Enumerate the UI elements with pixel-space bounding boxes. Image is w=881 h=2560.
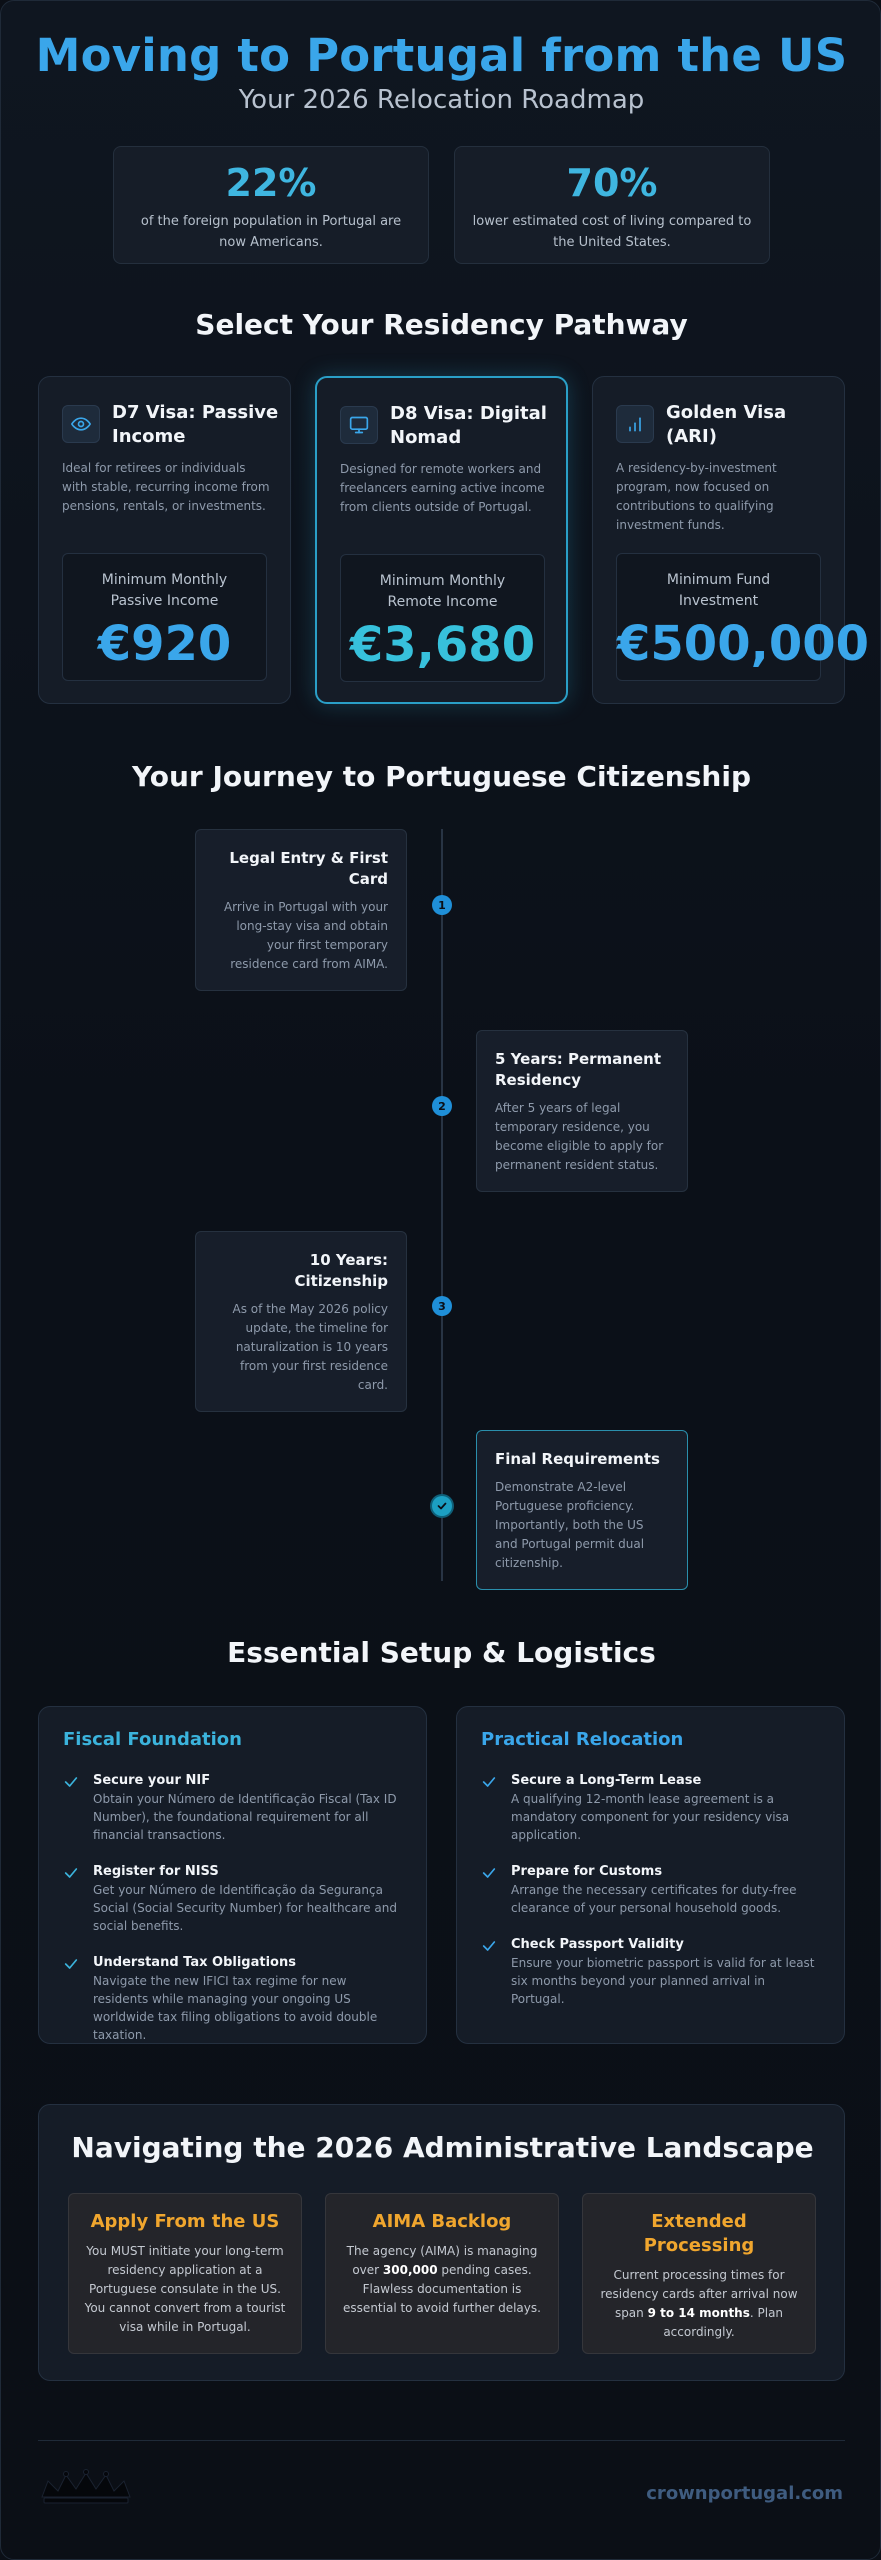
landscape-card-backlog: AIMA Backlog The agency (AIMA) is managi… [325,2193,559,2354]
visa-card-d8[interactable]: D8 Visa: Digital Nomad Designed for remo… [315,376,568,704]
visa-amount-label: Minimum Fund Investment [666,572,771,609]
visa-amount-label: Minimum Monthly Remote Income [379,573,506,610]
stat-card-cost-of-living: 70% lower estimated cost of living compa… [454,146,770,264]
check-icon [481,1936,511,2008]
visa-amount: €920 [97,616,232,672]
footer-website-link[interactable]: crownportugal.com [646,2483,843,2504]
checklist-item-title: Check Passport Validity [511,1937,684,1952]
visa-description: A residency-by-investment program, now f… [616,461,777,532]
timeline-marker-3: 3 [432,1296,452,1316]
timeline-step-title: 10 Years: Citizenship [294,1251,388,1290]
timeline-step-title: Legal Entry & First Card [229,849,388,888]
timeline-step-description: Demonstrate A2-level Portuguese proficie… [495,1480,645,1570]
logistics-heading: Practical Relocation [481,1729,684,1750]
timeline-step-description: Arrive in Portugal with your long-stay v… [223,900,388,971]
checklist-item: Understand Tax Obligations Navigate the … [63,1954,402,2044]
bar-chart-icon [616,405,654,443]
checklist-item-title: Register for NISS [93,1864,219,1879]
timeline-marker-1: 1 [432,895,452,915]
stat-value: 22% [225,161,317,205]
checklist-item-description: Arrange the necessary certificates for d… [511,1883,797,1915]
checklist-item-description: A qualifying 12-month lease agreement is… [511,1792,790,1842]
check-icon [481,1772,511,1844]
timeline-step-description: After 5 years of legal temporary residen… [495,1101,664,1172]
checklist-item-description: Ensure your biometric passport is valid … [511,1956,815,2006]
timeline-step-title: Final Requirements [495,1450,660,1468]
visa-name: Golden Visa (ARI) [666,402,787,447]
timeline-step-1: Legal Entry & First Card Arrive in Portu… [195,829,407,991]
stat-description: of the foreign population in Portugal ar… [140,214,402,250]
timeline-step-title: 5 Years: Permanent Residency [495,1050,662,1089]
timeline-marker-2: 2 [432,1096,452,1116]
landscape-panel: Navigating the 2026 Administrative Lands… [38,2104,845,2381]
checklist-item-title: Secure your NIF [93,1773,211,1788]
logistics-card-fiscal: Fiscal Foundation Secure your NIF Obtain… [38,1706,427,2044]
checklist-item: Check Passport Validity Ensure your biom… [481,1936,820,2008]
visa-requirement-box: Minimum Monthly Remote Income €3,680 [340,554,545,682]
landscape-card-description: Current processing times for residency c… [600,2268,798,2339]
checklist-item: Prepare for Customs Arrange the necessar… [481,1863,820,1917]
landscape-card-title: Apply From the US [90,2211,280,2232]
check-icon [63,1863,93,1935]
footer-divider [38,2440,845,2441]
visa-requirement-box: Minimum Monthly Passive Income €920 [62,553,267,681]
checklist-item-title: Understand Tax Obligations [93,1955,296,1970]
stat-value: 70% [566,161,658,205]
landscape-card-apply: Apply From the US You MUST initiate your… [68,2193,302,2354]
visa-requirement-box: Minimum Fund Investment €500,000 [616,553,870,681]
checklist-item-description: Get your Número de Identificação da Segu… [93,1883,397,1933]
visa-amount-label: Minimum Monthly Passive Income [101,572,228,609]
timeline-line [441,829,443,1581]
page-subtitle: Your 2026 Relocation Roadmap [238,85,645,115]
section-title-pathways: Select Your Residency Pathway [195,308,688,341]
landscape-card-title: AIMA Backlog [372,2211,512,2232]
timeline-step-3: 10 Years: Citizenship As of the May 2026… [195,1231,407,1412]
section-title-journey: Your Journey to Portuguese Citizenship [132,760,751,793]
timeline-step-description: As of the May 2026 policy update, the ti… [232,1302,388,1392]
checklist-item: Register for NISS Get your Número de Ide… [63,1863,402,1935]
visa-description: Designed for remote workers and freelanc… [340,462,545,514]
timeline-step-2: 5 Years: Permanent Residency After 5 yea… [476,1030,688,1192]
check-icon [481,1863,511,1917]
logistics-card-practical: Practical Relocation Secure a Long-Term … [456,1706,845,2044]
landscape-card-description: The agency (AIMA) is managing over 300,0… [343,2244,541,2315]
checklist-item-title: Secure a Long-Term Lease [511,1773,702,1788]
checklist-item: Secure your NIF Obtain your Número de Id… [63,1772,402,1844]
visa-amount: €3,680 [349,617,536,673]
checklist-item: Secure a Long-Term Lease A qualifying 12… [481,1772,820,1844]
visa-description: Ideal for retirees or individuals with s… [62,461,270,513]
visa-name: D8 Visa: Digital Nomad [390,403,547,448]
checklist-item-description: Obtain your Número de Identificação Fisc… [93,1792,397,1842]
visa-amount: €500,000 [617,616,870,672]
section-title-logistics: Essential Setup & Logistics [227,1636,656,1669]
landscape-card-description: You MUST initiate your long-term residen… [84,2244,286,2334]
stat-description: lower estimated cost of living compared … [472,214,752,250]
logistics-heading: Fiscal Foundation [63,1729,242,1750]
landscape-card-title: Extended Processing [643,2211,755,2256]
crown-logo-icon [38,2467,134,2515]
checklist-item-description: Navigate the new IFICI tax regime for ne… [93,1974,378,2042]
check-icon [63,1772,93,1844]
visa-card-d7[interactable]: D7 Visa: Passive Income Ideal for retire… [38,376,291,704]
visa-card-golden[interactable]: Golden Visa (ARI) A residency-by-investm… [592,376,870,704]
eye-icon [62,405,100,443]
checklist-item-title: Prepare for Customs [511,1864,663,1879]
monitor-icon [340,406,378,444]
visa-name: D7 Visa: Passive Income [112,402,279,447]
timeline-step-final: Final Requirements Demonstrate A2-level … [476,1430,688,1590]
landscape-title: Navigating the 2026 Administrative Lands… [71,2131,814,2164]
check-badge-icon [432,1496,452,1516]
page-title: Moving to Portugal from the US [35,29,848,82]
stat-card-americans: 22% of the foreign population in Portuga… [113,146,429,264]
check-icon [63,1954,93,2044]
landscape-card-processing: Extended Processing Current processing t… [582,2193,816,2354]
